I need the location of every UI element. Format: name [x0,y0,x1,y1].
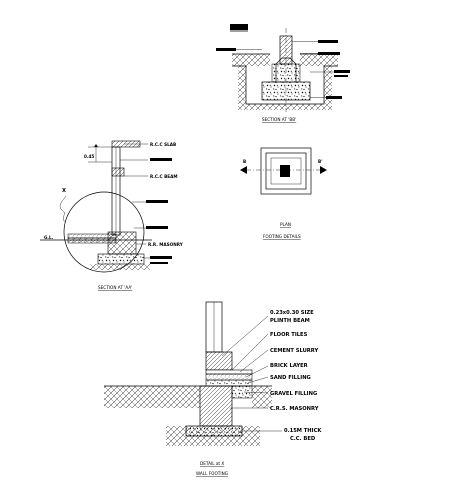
section-bb-leader-bar-4 [334,70,350,73]
section-bb-leader-bar-1 [216,48,236,51]
plan-outer-square [260,147,312,195]
detail-x-beam-size: 0.23x0.30 SIZE [270,310,314,316]
detail-x-slurry-label: CEMENT SLURRY [270,348,319,354]
section-aa-ground-level: G.L. [44,235,54,240]
plan-arrow-left [240,166,247,174]
section-aa-detail-circle [63,191,145,273]
detail-x-earth-right [252,386,272,408]
section-aa: 0.45 X G.L. R.C.C SLAB R.C.C BEAM R.R. M… [40,140,184,290]
section-bb-caption: SECTION AT 'BB' [262,117,296,122]
section-bb-leader-bar-2 [318,40,338,43]
detail-x-floor-tiles [205,369,253,375]
section-aa-pcc-bar [150,256,172,259]
plan-arrow-right [320,166,327,174]
detail-x-subcaption: WALL FOOTING [196,471,228,476]
plan-subcaption: FOOTING DETAILS [263,234,301,239]
detail-x-caption: DETAIL at X [200,461,224,466]
detail-x-gravel [231,385,253,399]
section-aa-caption: SECTION AT 'AA' [98,285,132,290]
detail-x-plinth-beam [205,351,233,371]
section-aa-lintel-bar [150,158,172,161]
section-aa-level: 0.45 [84,154,94,159]
plan-mark-left: B [243,159,246,164]
section-bb: SECTION AT 'BB' [216,24,350,122]
section-bb-earth-right [300,54,338,66]
detail-x-sand-label: SAND FILLING [270,375,311,381]
section-aa-masonry [107,231,137,255]
detail-x-sand-layer [205,373,253,381]
detail-x-beam-name: PLINTH BEAM [270,318,310,324]
section-aa-detail-mark: X [62,188,66,194]
section-aa-tile-bar [146,200,168,203]
detail-x: 0.23x0.30 SIZE PLINTH BEAM FLOOR TILES C… [104,301,322,476]
detail-x-masonry-label: C.R.S. MASONRY [270,406,319,412]
detail-x-bed-label-1: 0.15M THICK [284,428,322,434]
section-aa-rcc-slab: R.C.C SLAB [150,142,176,147]
plan-mark-right: B' [318,159,322,164]
section-bb-leader-bar-3 [318,52,340,55]
section-aa-pcc-bed [97,253,145,265]
section-aa-masonry-label: R.R. MASONRY [148,242,184,247]
section-bb-pit-hatch [238,66,332,110]
footing-plan: B B' PLAN FOOTING DETAILS [240,147,327,239]
detail-x-cc-bed [185,425,243,437]
detail-x-earth-left [104,386,200,408]
plan-caption: PLAN [280,222,291,227]
detail-x-floor-tiles-label: FLOOR TILES [270,332,308,338]
section-bb-leader-bar-5 [326,96,342,99]
section-bb-earth-left [232,54,270,66]
section-aa-rcc-beam: R.C.C BEAM [150,174,178,179]
detail-x-brick-label: BRICK LAYER [270,363,308,369]
plan-column [280,165,290,177]
detail-x-bed-label-2: C.C. BED [290,436,316,442]
detail-x-brick-layer [205,379,253,387]
section-bb-title-bar [230,24,248,30]
section-aa-brick-bar [146,226,168,229]
detail-x-masonry [199,385,233,427]
detail-x-gravel-label: GRAVEL FILLING [270,391,317,397]
